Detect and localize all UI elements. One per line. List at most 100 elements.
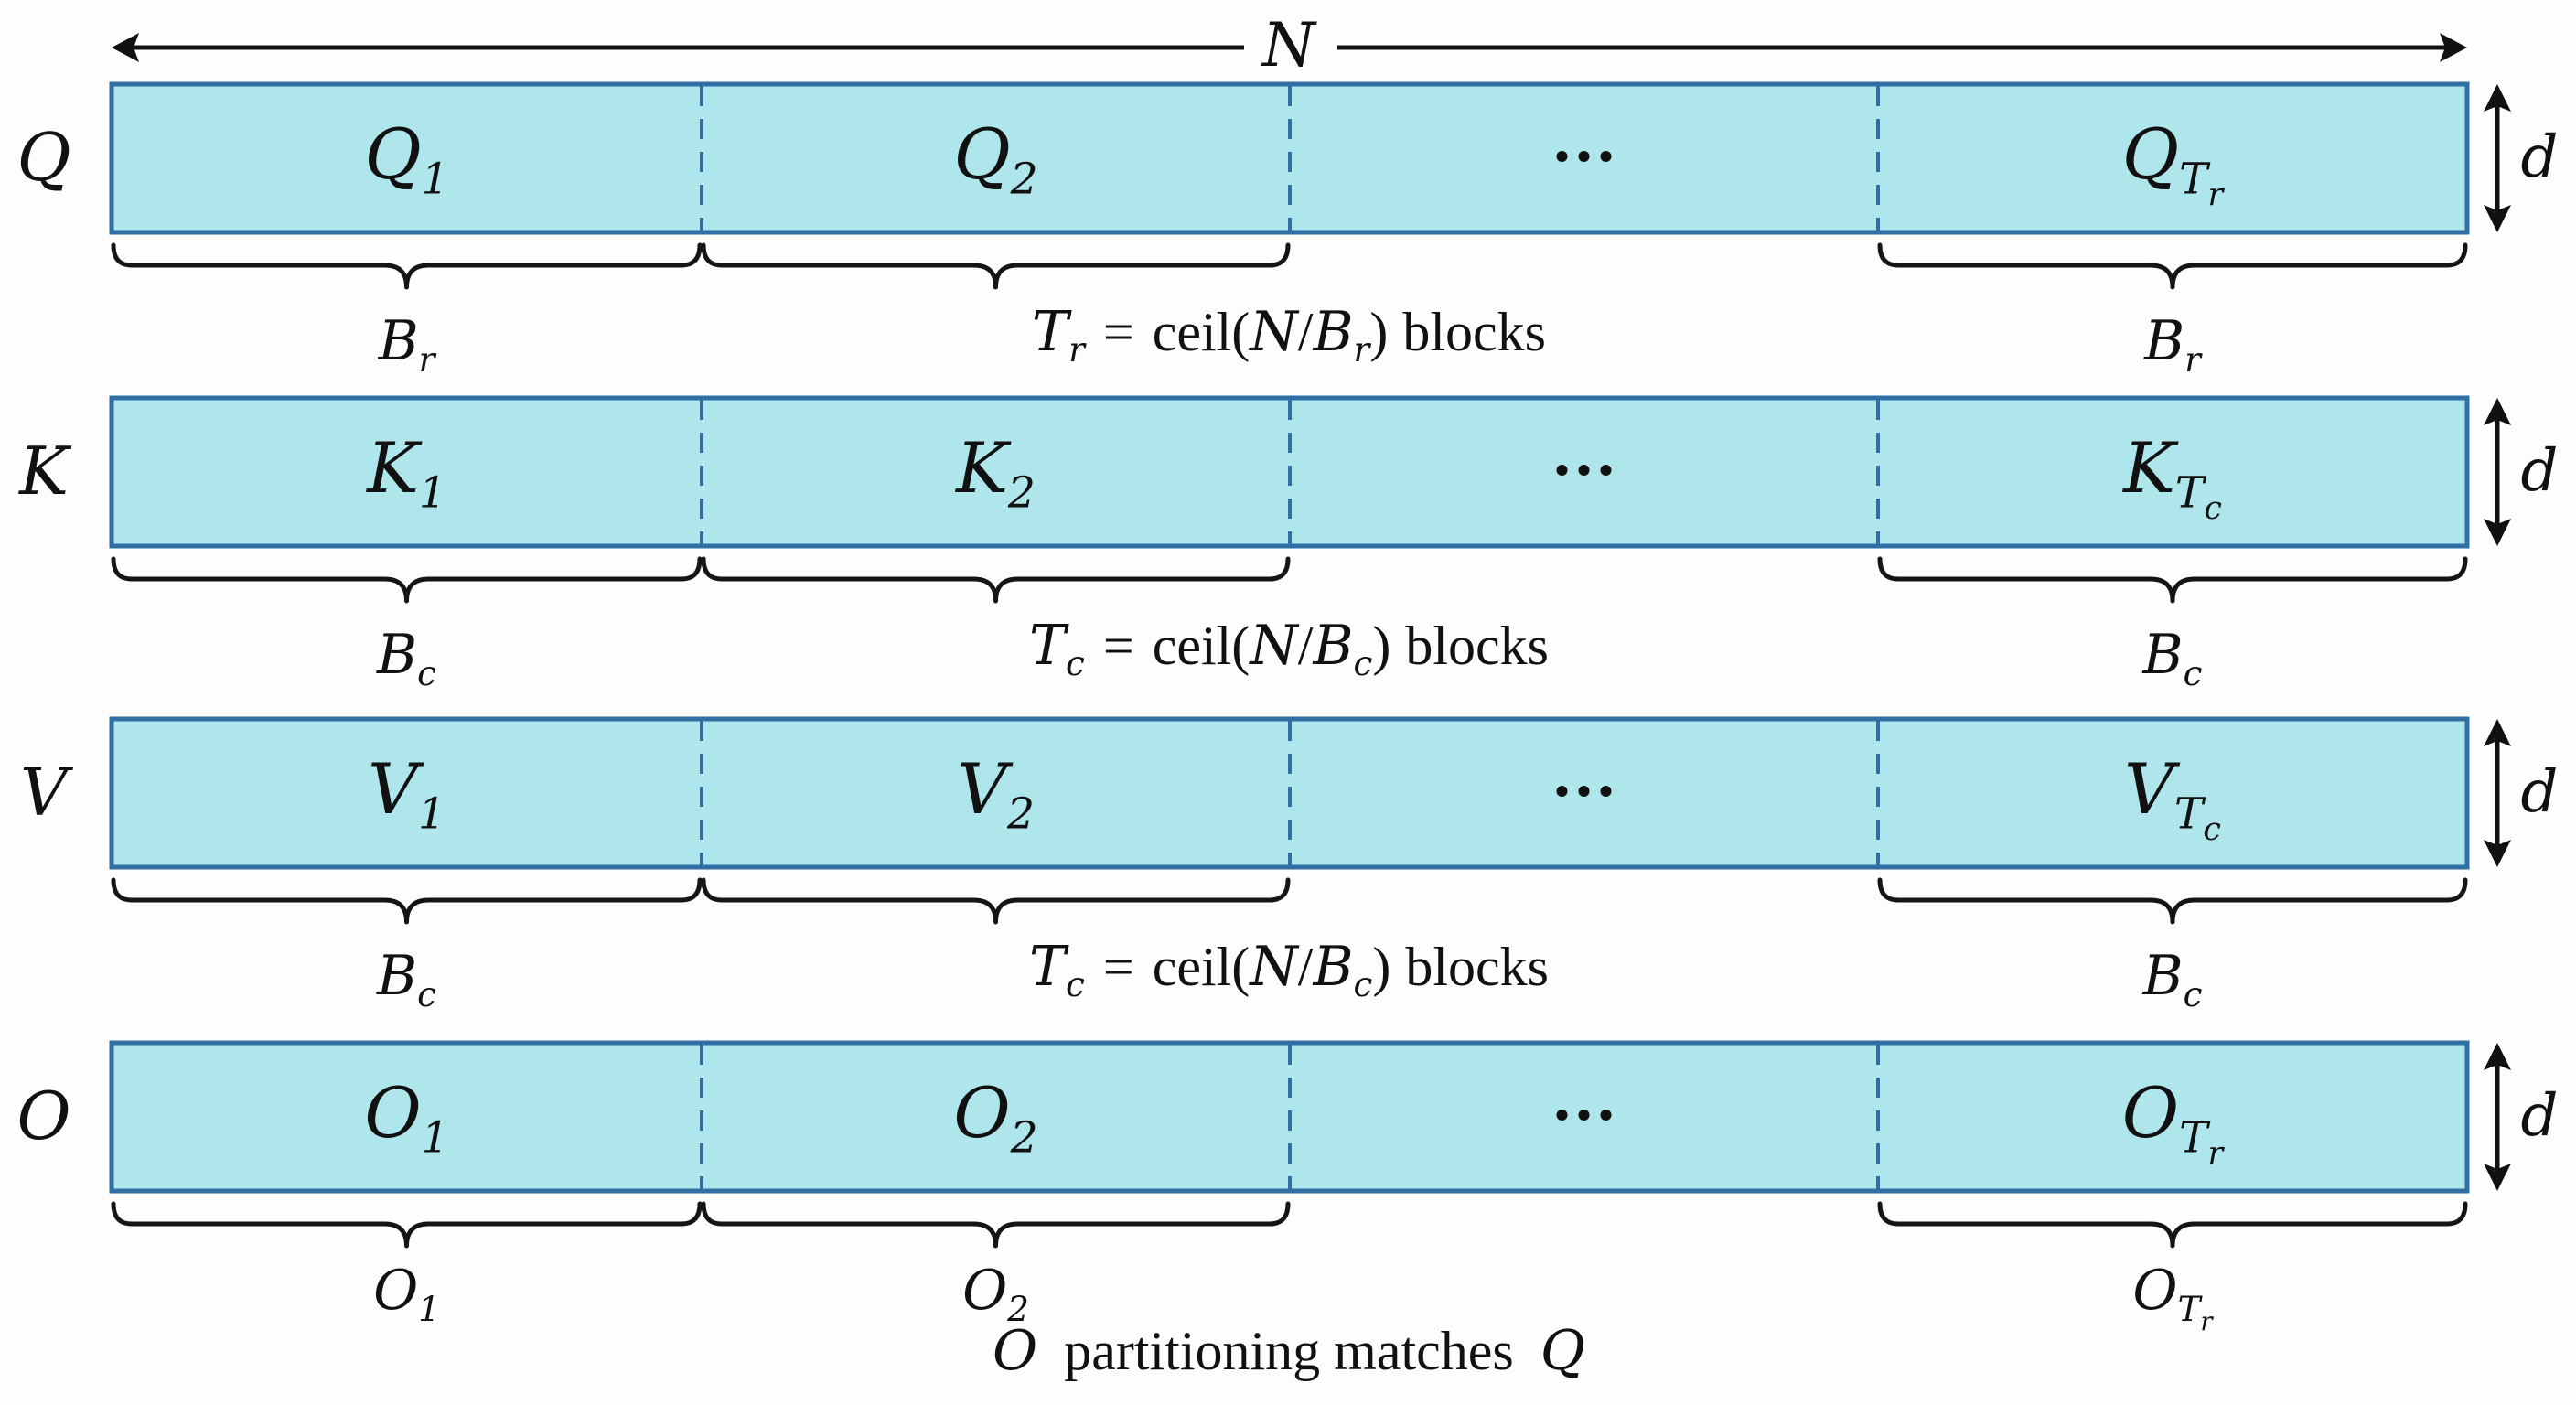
brace-icon [111,877,703,925]
footer-text: partitioning matches [1064,1321,1514,1381]
block-label-v-1-base: V [368,748,424,830]
arrow-down-head-icon [2484,840,2511,867]
block-count-formula-v: Tc=ceil(N/Bc)blocks [1029,935,1549,1004]
ellipsis-dot [1600,786,1612,797]
formula-den-sub: c [1354,964,1373,1004]
brace-label-v-4: Bc [2142,944,2203,1014]
ellipsis-dot [1600,1110,1612,1121]
ellipsis-dot [1556,1110,1568,1121]
d-dimension-arrow: d [2484,719,2558,867]
formula-func: ceil( [1153,302,1250,362]
footer-q-symbol: Q [1540,1319,1585,1383]
d-dimension-arrow: d [2484,1043,2558,1191]
block-label-v-1: V1 [368,748,445,840]
ellipsis-icon [1556,786,1612,797]
ellipsis-icon [1556,465,1612,476]
block-label-k-4: KTc [2121,427,2222,527]
formula-lhs-base: T [1032,300,1072,364]
block-label-k-4-sub-subscript: c [2204,490,2222,527]
formula-den-sub: r [1354,329,1372,370]
d-dimension-label: d [2521,758,2559,826]
brace-label-o-2: O2 [962,1259,1029,1329]
brace-icon [701,242,1291,290]
brace-label-o-4-subscript: T [2178,1289,2204,1329]
block-label-q-4: QTr [2122,113,2226,213]
block-label-v-4: VTc [2124,748,2221,848]
formula-lhs-sub: c [1066,643,1085,683]
d-dimension-label: d [2521,1082,2559,1150]
block-label-o-4: OTr [2122,1072,2226,1172]
formula-den-base: B [1312,300,1353,364]
formula-slash: / [1298,302,1314,362]
brace-label-v-1-base: B [376,944,417,1008]
brace-icon [1877,556,2468,604]
block-label-o-4-sub-subscript: r [2208,1135,2226,1172]
brace-icon [1877,877,2468,925]
block-label-k-1-base: K [365,427,423,509]
brace-label-v-1: Bc [376,944,436,1014]
matrix-label-o: O [16,1078,70,1154]
brace-label-o-4-base: O [2132,1259,2177,1323]
block-label-o-4-subscript: T [2179,1113,2211,1164]
formula-eq: = [1103,302,1134,362]
block-label-v-4-base: V [2124,748,2181,830]
block-label-k-2-subscript: 2 [1007,468,1036,519]
arrow-left-head-icon [112,33,139,62]
arrow-up-head-icon [2484,84,2511,112]
block-count-formula-q: Tr=ceil(N/Br)blocks [1032,300,1546,370]
arrow-up-head-icon [2484,1043,2511,1070]
brace-label-o-4: OTr [2132,1259,2214,1336]
block-label-o-2: O2 [953,1072,1037,1164]
block-label-q-2-base: Q [953,113,1010,195]
brace-icon [111,1201,703,1249]
formula-slash: / [1298,616,1314,676]
ellipsis-dot [1578,465,1590,476]
block-label-k-2-base: K [954,427,1012,509]
d-dimension-arrow: d [2484,84,2558,232]
brace-label-k-1-base: B [376,623,417,687]
ellipsis-dot [1556,151,1568,162]
brace-label-k-1: Bc [376,623,436,693]
block-label-k-4-subscript: T [2175,468,2207,519]
arrow-right-head-icon [2440,33,2467,62]
arrow-up-head-icon [2484,398,2511,425]
brace-label-o-1: O1 [373,1259,440,1329]
matrix-label-k: K [17,433,72,509]
ellipsis-icon [1556,151,1612,162]
d-dimension-arrow: d [2484,398,2558,546]
brace-label-v-4-base: B [2142,944,2184,1008]
brace-label-q-4-base: B [2143,309,2184,373]
block-label-k-1: K1 [365,427,446,519]
block-label-v-2: V2 [957,748,1035,840]
arrow-up-head-icon [2484,719,2511,746]
block-label-v-4-subscript: T [2174,789,2206,840]
formula-lhs-sub: c [1066,964,1085,1004]
ellipsis-dot [1556,786,1568,797]
ellipsis-dot [1578,786,1590,797]
formula-eq: = [1103,937,1134,997]
formula-den-sub: c [1354,643,1373,683]
d-dimension-label: d [2521,437,2559,505]
n-dimension-arrow: N [112,10,2467,80]
block-label-q-1-subscript: 1 [422,155,449,205]
brace-icon [111,556,703,604]
brace-icon [701,877,1291,925]
block-label-k-4-base: K [2121,427,2179,509]
brace-label-k-1-subscript: c [417,653,436,693]
formula-eq: = [1103,616,1134,676]
formula-lhs-sub: r [1068,329,1087,370]
arrow-down-head-icon [2484,1164,2511,1191]
block-label-v-4-sub-subscript: c [2203,811,2221,848]
block-label-q-2: Q2 [953,113,1037,205]
block-label-q-4-base: Q [2122,113,2179,195]
ellipsis-dot [1600,465,1612,476]
formula-den-base: B [1312,614,1353,678]
ellipsis-dot [1600,151,1612,162]
ellipsis-dot [1578,151,1590,162]
brace-label-q-1-subscript: r [419,339,437,380]
brace-icon [1877,242,2468,290]
